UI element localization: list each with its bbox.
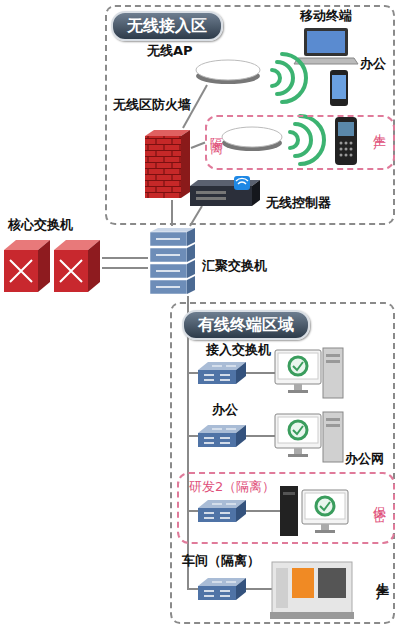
isolation-box: 研发2（隔离） 保密 — [177, 472, 395, 544]
zone-heading: 无线接入区 — [111, 11, 223, 41]
connector-line — [102, 258, 148, 268]
zone-box: 无线接入区无线AP隔离生产无线区防火墙无线控制器 — [105, 5, 395, 225]
free-label: 办公网 — [345, 452, 384, 465]
node-label: 无线AP — [147, 44, 193, 57]
wifi-waves — [272, 54, 324, 164]
access-switch: 接入交换机 — [198, 362, 246, 384]
free-label: 生产 — [376, 572, 389, 578]
ap-device — [196, 60, 260, 84]
access-point: 无线AP — [195, 60, 260, 85]
access-switch-icon — [198, 425, 246, 447]
node-label: 接入交换机 — [206, 343, 271, 356]
wireless-controller: 无线控制器 — [190, 178, 260, 206]
firewall: 无线区防火墙 — [143, 128, 191, 200]
node-label: 核心交换机 — [8, 218, 73, 231]
connector-line — [171, 200, 173, 226]
access-switch-icon — [198, 578, 246, 600]
node-label: 汇聚交换机 — [202, 259, 267, 272]
access-switch-icon — [198, 500, 246, 522]
aggregation-switch: 汇聚交换机 — [148, 226, 196, 296]
node-label: 研发2（隔离） — [189, 480, 275, 493]
access-switch-icon — [198, 362, 246, 384]
zone-heading: 有线终端区域 — [182, 310, 310, 340]
ap-device — [222, 127, 282, 151]
cnc-machine — [270, 562, 354, 619]
node-label: 保密 — [373, 496, 386, 502]
node-label: 无线区防火墙 — [113, 98, 191, 111]
connector-line — [191, 143, 205, 149]
isolation-box: 隔离 生产 — [205, 115, 395, 170]
node-label: 办公 — [212, 403, 238, 416]
pc-icon — [275, 348, 343, 398]
free-label: 移动终端 — [300, 9, 352, 22]
firewall-brick — [145, 130, 190, 198]
wireless-controller — [190, 176, 260, 206]
core-switch: 核心交换机 — [2, 238, 102, 294]
node-label: 无线控制器 — [266, 196, 331, 209]
free-label: 办公 — [360, 57, 386, 70]
access-switch: 办公 — [198, 425, 246, 447]
node-label: 生产 — [373, 123, 386, 129]
core-switch-icon — [4, 240, 100, 292]
secure-pc-icon — [280, 486, 348, 536]
aggregation-switch-icon — [150, 228, 195, 294]
node-label: 车间（隔离） — [182, 554, 260, 567]
phone-icon — [330, 70, 348, 106]
access-switch: 车间（隔离） — [198, 578, 246, 600]
node-label: 隔离 — [210, 127, 223, 133]
handheld-terminal — [335, 117, 357, 165]
laptop-icon — [294, 28, 358, 64]
connector-line — [190, 206, 202, 226]
pc-icon — [275, 412, 343, 462]
